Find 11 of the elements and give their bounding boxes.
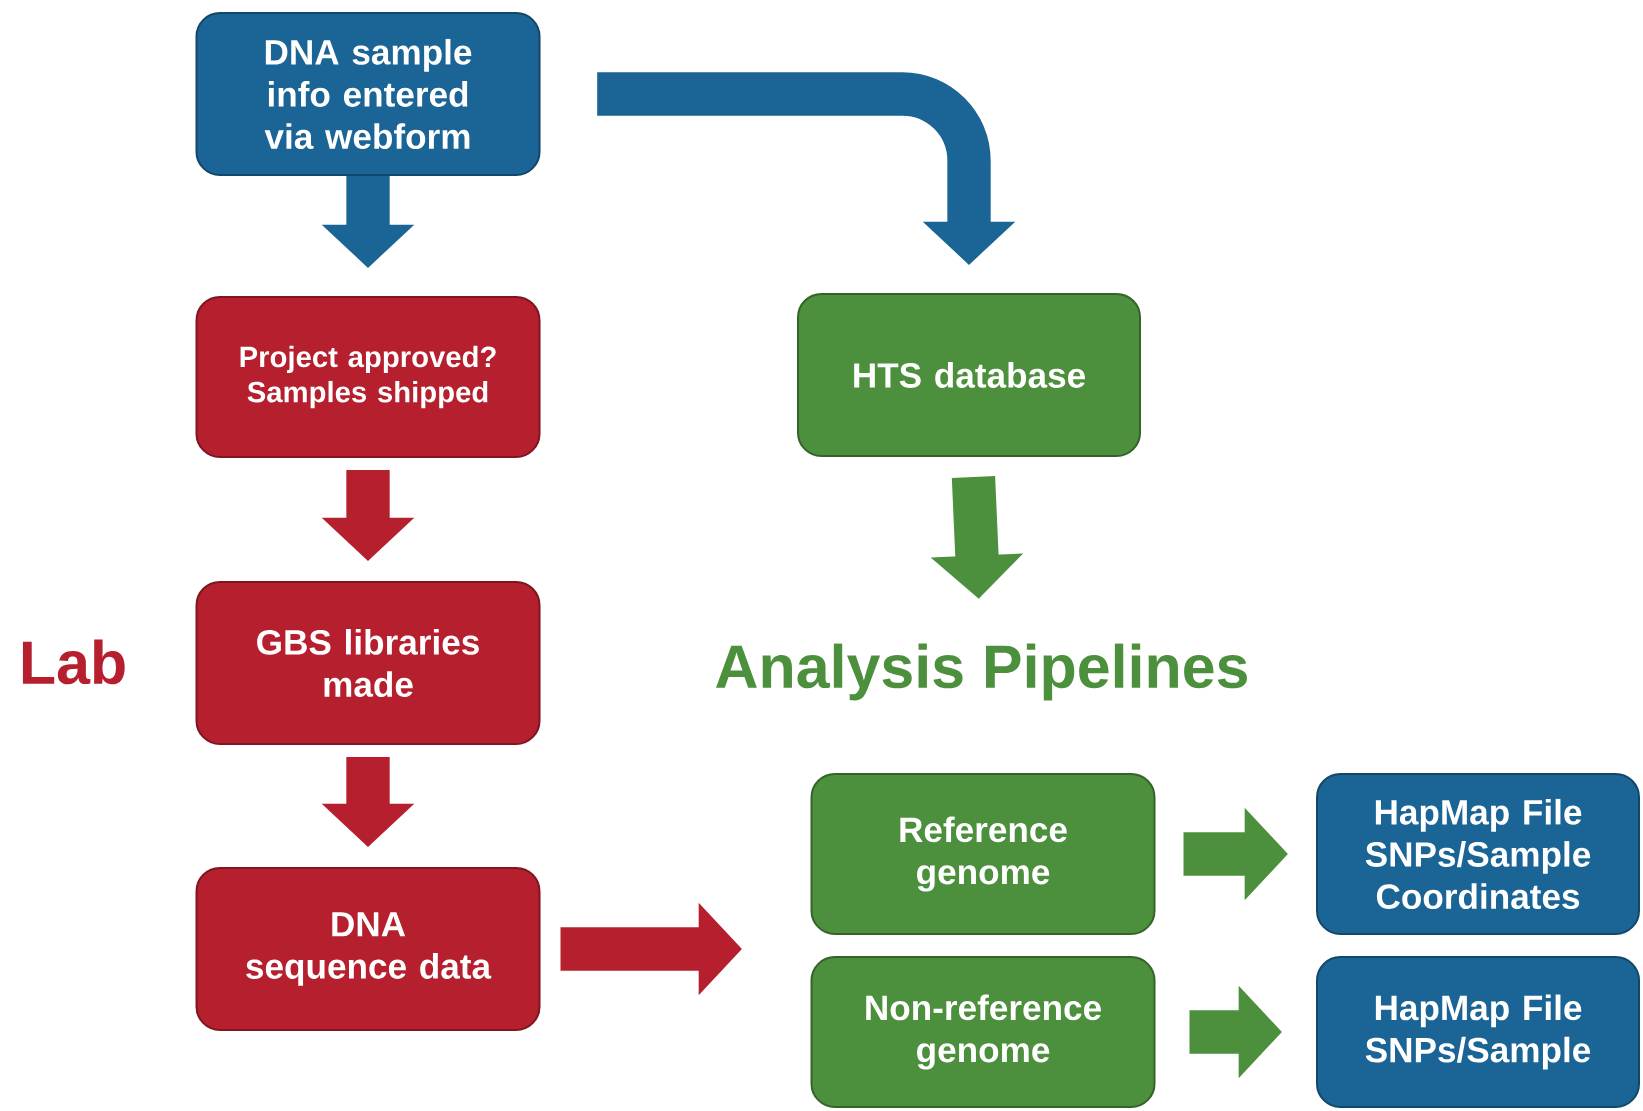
process-box: HTS database [797, 293, 1141, 457]
process-box: DNA sequence data [195, 867, 541, 1031]
process-box: GBS libraries made [195, 581, 541, 745]
process-box: Non-reference genome [810, 956, 1156, 1108]
process-box: HapMap File SNPs/Sample [1316, 956, 1640, 1108]
process-box: Reference genome [810, 773, 1156, 935]
process-box: DNA sample info entered via webform [195, 12, 541, 176]
section-label: Lab [22, 639, 125, 685]
process-box: HapMap File SNPs/Sample Coordinates [1316, 773, 1640, 935]
process-box: Project approved? Samples shipped [195, 296, 541, 458]
section-heading: Analysis Pipelines [716, 643, 1247, 701]
